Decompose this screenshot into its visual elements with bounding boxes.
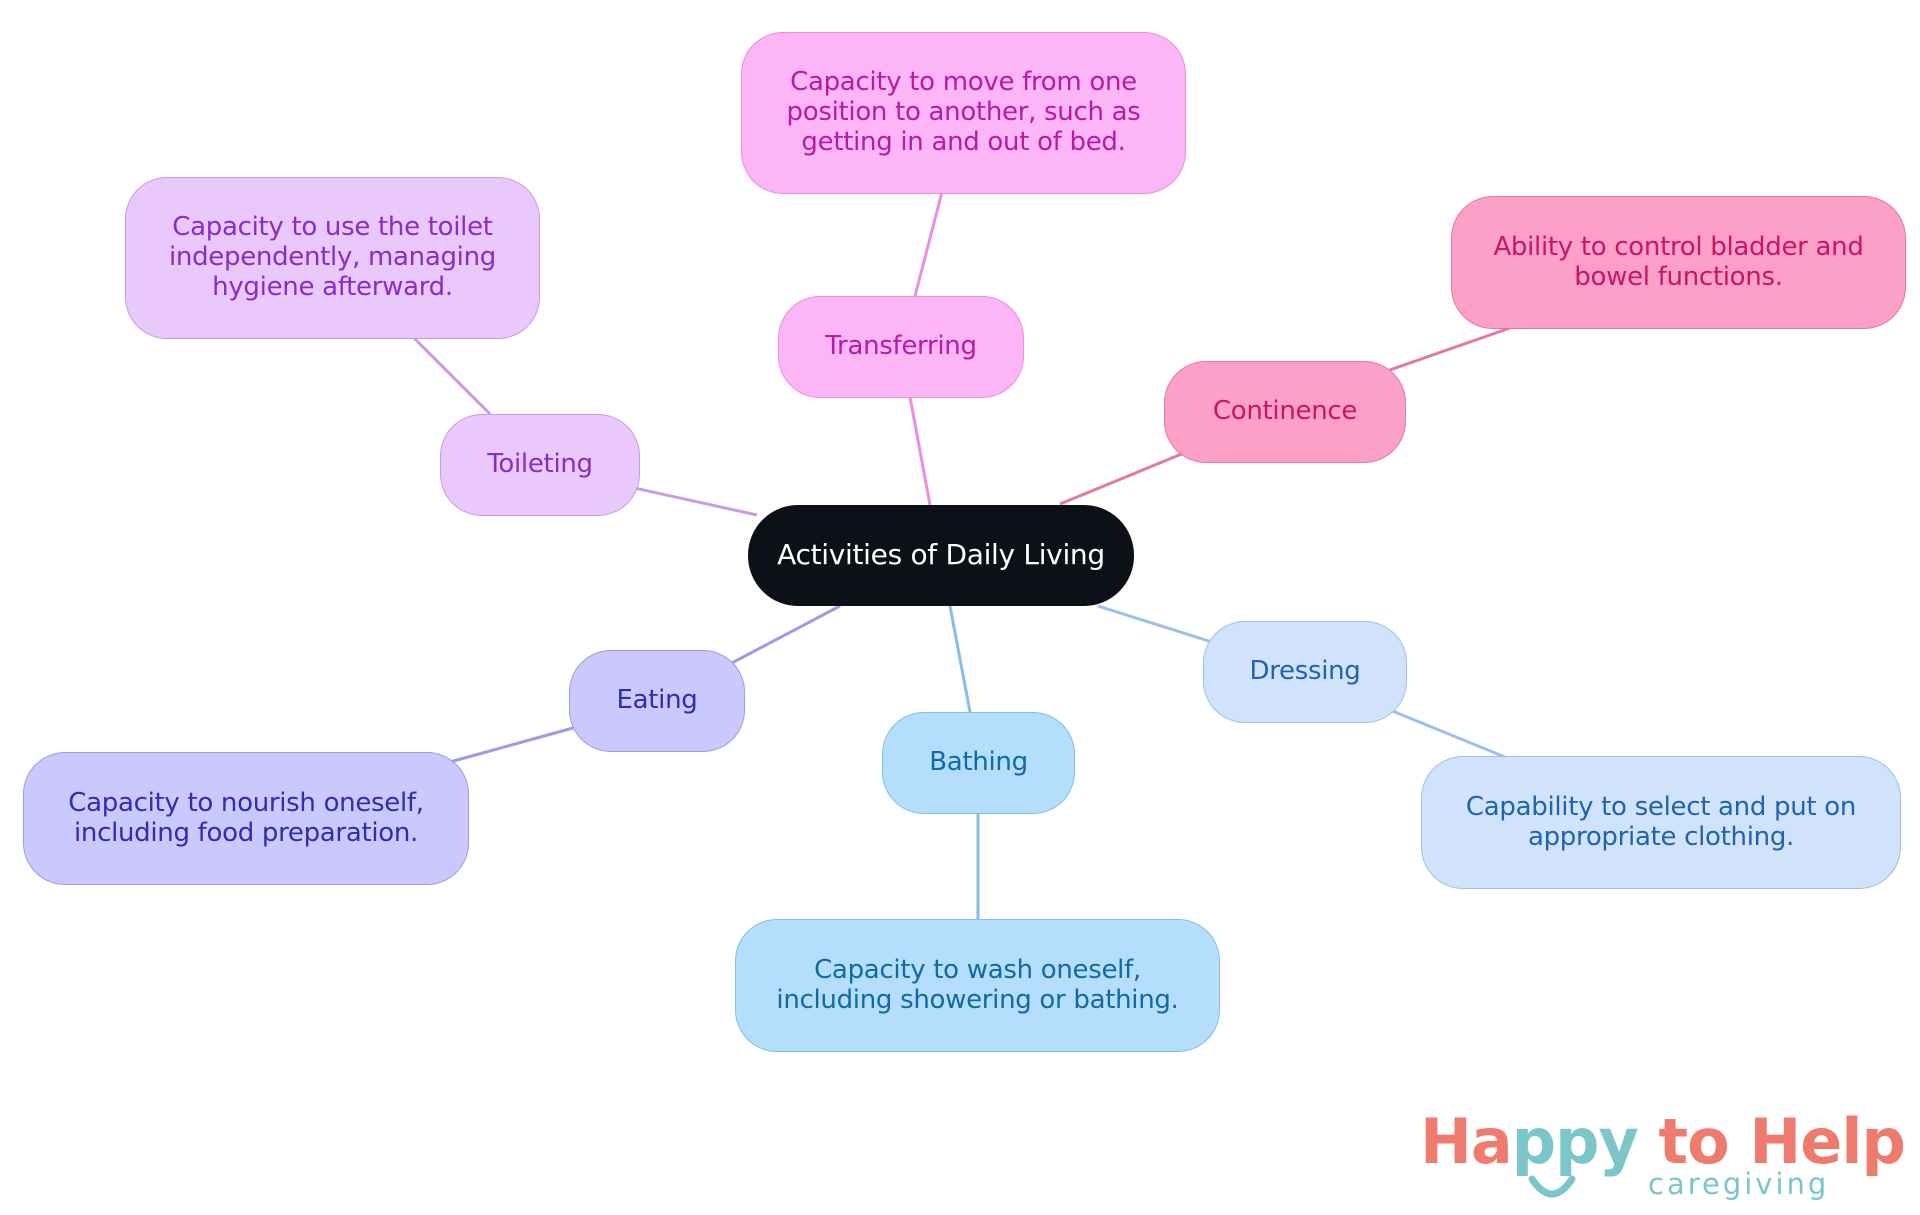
bathing-node[interactable]: Bathing — [882, 712, 1075, 814]
logo-tagline: caregiving — [1648, 1167, 1830, 1201]
bathing-description-line-2: including showering or bathing. — [776, 984, 1179, 1015]
logo-brand-part1: Ha — [1420, 1105, 1513, 1178]
connector-transferring — [908, 396, 932, 506]
dressing-description-line-2: appropriate clothing. — [1527, 821, 1795, 852]
bathing-description: Capacity to wash oneself, including show… — [776, 954, 1179, 1016]
toileting-description: Capacity to use the toilet independently… — [169, 212, 496, 303]
connector-transferring-desc — [913, 191, 944, 297]
connector-eating-desc — [449, 726, 574, 764]
eating-node[interactable]: Eating — [569, 650, 745, 752]
connector-toileting-desc — [410, 334, 492, 416]
connector-eating — [727, 604, 841, 667]
toileting-description-node[interactable]: Capacity to use the toilet independently… — [125, 177, 540, 339]
connector-dressing-desc — [1389, 708, 1506, 759]
transferring-description-line-3: getting in and out of bed. — [801, 126, 1126, 157]
continence-node[interactable]: Continence — [1164, 361, 1406, 463]
connector-toileting — [629, 485, 758, 517]
eating-description-line-2: including food preparation. — [73, 817, 419, 848]
logo-brand-part3: to Help — [1637, 1105, 1906, 1178]
toileting-node[interactable]: Toileting — [440, 414, 640, 516]
eating-description-node[interactable]: Capacity to nourish oneself, including f… — [23, 752, 469, 885]
logo-brand-name: Happy to Help — [1420, 1105, 1906, 1178]
eating-label: Eating — [616, 685, 698, 716]
continence-description-line-1: Ability to control bladder and — [1493, 231, 1864, 262]
dressing-description: Capability to select and put on appropri… — [1465, 791, 1857, 853]
continence-label: Continence — [1212, 396, 1358, 427]
eating-description: Capacity to nourish oneself, including f… — [68, 787, 424, 849]
bathing-description-node[interactable]: Capacity to wash oneself, including show… — [735, 919, 1220, 1052]
connector-bathing — [948, 605, 972, 713]
transferring-description-line-2: position to another, such as — [786, 97, 1141, 128]
dressing-description-line-1: Capability to select and put on — [1465, 791, 1857, 822]
continence-description: Ability to control bladder and bowel fun… — [1493, 231, 1864, 293]
toileting-description-line-1: Capacity to use the toilet — [172, 212, 493, 243]
transferring-description: Capacity to move from one position to an… — [786, 67, 1141, 158]
continence-description-node[interactable]: Ability to control bladder and bowel fun… — [1451, 196, 1906, 329]
transferring-label: Transferring — [825, 331, 977, 362]
toileting-description-line-3: hygiene afterward. — [212, 271, 453, 302]
center-node[interactable]: Activities of Daily Living — [748, 505, 1134, 606]
eating-description-line-1: Capacity to nourish oneself, — [68, 787, 424, 818]
dressing-description-node[interactable]: Capability to select and put on appropri… — [1421, 756, 1901, 889]
transferring-description-node[interactable]: Capacity to move from one position to an… — [741, 32, 1186, 194]
bathing-label: Bathing — [929, 747, 1028, 778]
center-node-label: Activities of Daily Living — [777, 538, 1105, 572]
connector-dressing — [1097, 604, 1213, 644]
toileting-description-line-2: independently, managing — [169, 242, 496, 273]
logo-brand-part2: ppy — [1511, 1105, 1639, 1178]
transferring-node[interactable]: Transferring — [778, 296, 1024, 398]
continence-description-line-2: bowel functions. — [1574, 261, 1783, 292]
connector-continence-desc — [1383, 326, 1511, 374]
dressing-node[interactable]: Dressing — [1203, 621, 1407, 723]
dressing-label: Dressing — [1249, 656, 1361, 687]
happy-to-help-logo: Happy to Help caregiving — [1420, 1105, 1906, 1205]
smile-icon — [1528, 1175, 1576, 1198]
connector-continence — [1059, 451, 1185, 506]
toileting-label: Toileting — [487, 449, 593, 480]
transferring-description-line-1: Capacity to move from one — [790, 67, 1137, 98]
bathing-description-line-1: Capacity to wash oneself, — [814, 954, 1141, 985]
